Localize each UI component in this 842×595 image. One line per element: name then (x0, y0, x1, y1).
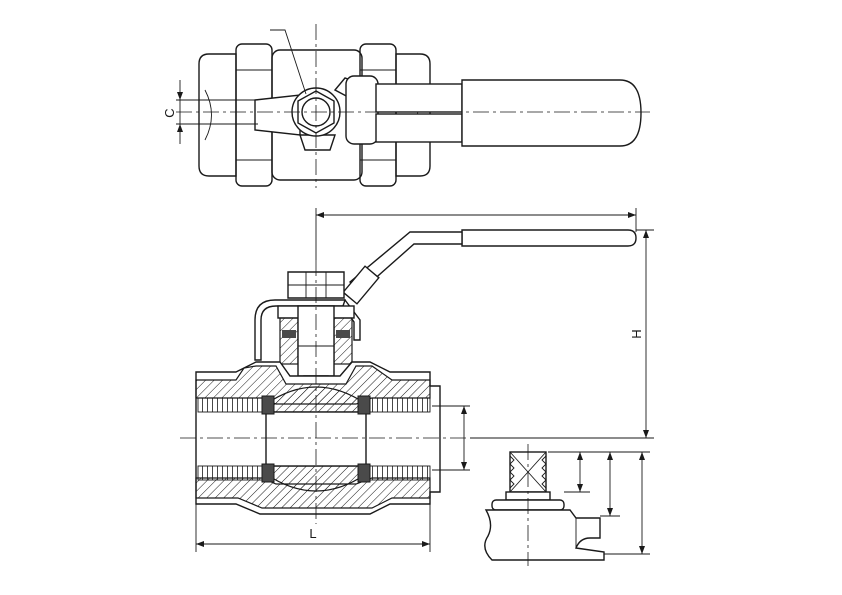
top-view-handle-arm-upper (345, 75, 379, 145)
detail-view (484, 444, 650, 566)
top-view-handle-bar (375, 83, 463, 113)
detail-view-flange (484, 509, 605, 561)
top-view-left-end-cap (198, 53, 237, 177)
dimension-label-l: L (309, 526, 316, 541)
top-view: C (162, 24, 650, 188)
dimension-label-c: C (162, 108, 177, 117)
section-view-left-thread-top (197, 397, 265, 413)
top-view-right-end-cap (395, 53, 431, 177)
dimension-label-h: H (629, 329, 644, 338)
section-view-body-wall-bottom (195, 477, 431, 509)
section-view-seat-left-top (261, 395, 275, 415)
top-view-leader-line (270, 29, 307, 95)
section-view-gland (279, 317, 299, 365)
top-view-handle-grip (461, 79, 642, 147)
section-view: H L (180, 208, 654, 552)
section-view-right-thread-top (369, 397, 431, 413)
section-view-handle-grip (461, 229, 637, 247)
